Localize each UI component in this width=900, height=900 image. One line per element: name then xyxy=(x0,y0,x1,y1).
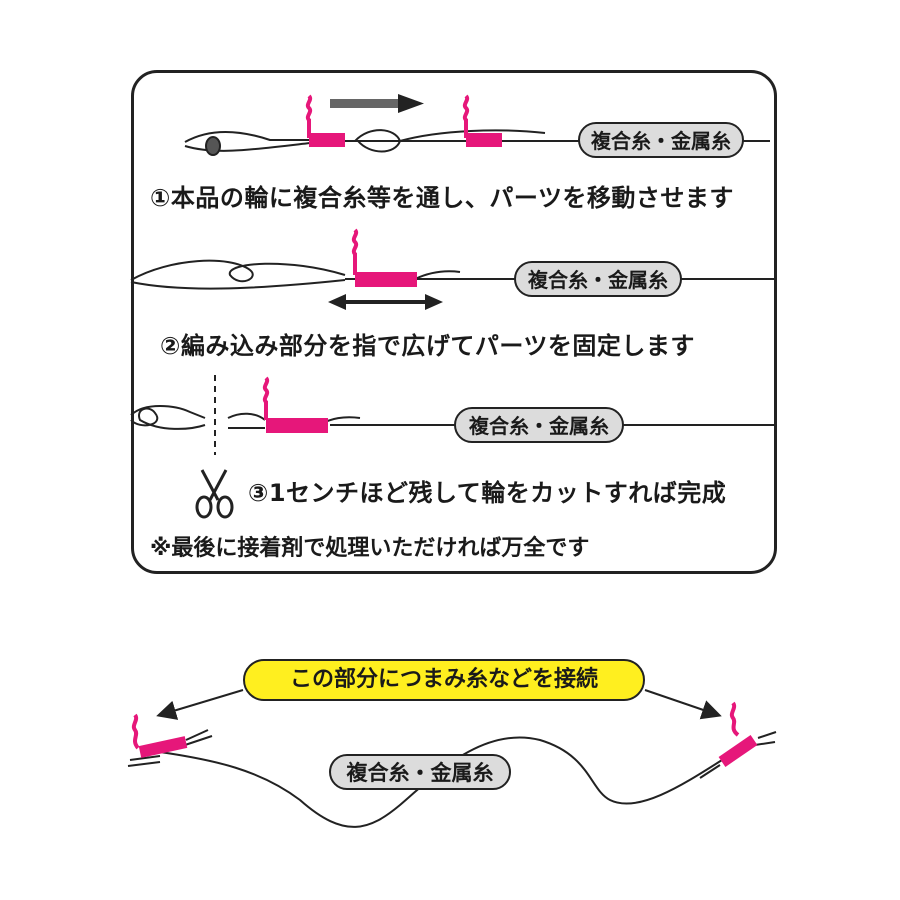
step1-illustration xyxy=(184,94,770,156)
line-end-knot xyxy=(205,136,221,156)
step-1: ①本品の輪に複合糸等を通し、パーツを移動させます xyxy=(150,178,734,213)
step3-illustration xyxy=(130,375,776,519)
note-text: ※最後に接着剤で処理いただければ万全です xyxy=(150,536,590,561)
step-text: 編み込み部分を指で広げてパーツを固定します xyxy=(180,332,695,360)
step-number: ② xyxy=(160,332,181,360)
line-label: 複合糸・金属糸 xyxy=(454,407,624,443)
scissors-icon xyxy=(195,469,234,519)
step-3: ③1センチほど残して輪をカットすれば完成 xyxy=(248,473,726,508)
line-label: 複合糸・金属糸 xyxy=(514,261,682,297)
step2-illustration xyxy=(130,228,776,310)
connection-callout: この部分につまみ糸などを接続 xyxy=(243,659,645,701)
bead-part-left-end xyxy=(131,713,188,758)
step-text: 本品の輪に複合糸等を通し、パーツを移動させます xyxy=(170,184,734,212)
step-text: 1センチほど残して輪をカットすれば完成 xyxy=(268,479,727,507)
bead-part-fixed xyxy=(262,376,328,433)
step-number: ① xyxy=(150,184,171,212)
bead-part-before xyxy=(305,94,345,147)
line-label: 複合糸・金属糸 xyxy=(329,754,511,790)
step-2: ②編み込み部分を指で広げてパーツを固定します xyxy=(160,326,695,361)
step-number: ③ xyxy=(248,479,269,507)
callout-arrow-right xyxy=(644,689,722,720)
callout-arrow-left xyxy=(156,689,244,720)
bead-part-after xyxy=(462,94,502,147)
bead-part-spread xyxy=(351,228,417,287)
right-arrow-icon xyxy=(330,94,424,113)
bead-part-right-end xyxy=(718,701,758,767)
line-label: 複合糸・金属糸 xyxy=(578,122,744,158)
double-arrow-icon xyxy=(328,294,443,310)
